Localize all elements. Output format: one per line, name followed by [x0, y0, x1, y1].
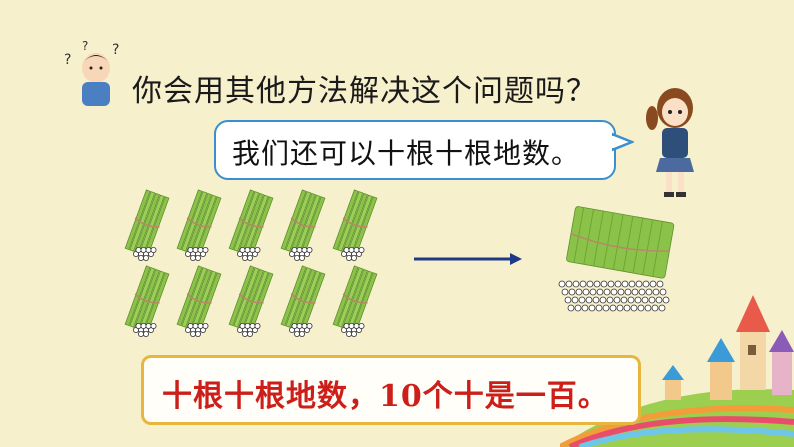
castle-icon: [617, 295, 794, 405]
conclusion-text: 十根十根地数，10个十是一百。: [162, 379, 609, 414]
stick-bundle-icon: [175, 188, 223, 262]
right-arrow-icon: [414, 253, 522, 265]
speech-text: 我们还可以十根十根地数。: [232, 137, 581, 170]
conclusion-box: 十根十根地数，10个十是一百。: [141, 355, 641, 425]
stick-bundle-icon: [279, 264, 327, 338]
stick-bundle-icon: [279, 188, 327, 262]
stick-bundle-icon: [227, 264, 275, 338]
question-text: 你会用其他方法解决这个问题吗？: [132, 74, 597, 109]
speech-bubble: 我们还可以十根十根地数。: [214, 120, 616, 180]
stick-bundle-icon: [331, 264, 379, 338]
svg-text:?: ?: [64, 52, 71, 68]
stick-bundles-grid: [123, 188, 379, 338]
stick-bundle-icon: [123, 264, 171, 338]
hundred-sticks-icon: [558, 206, 675, 312]
stick-bundle-icon: [175, 264, 223, 338]
thinking-boy-icon: ? ? ?: [64, 39, 119, 106]
stick-bundle-icon: [123, 188, 171, 262]
girl-student-icon: [646, 88, 694, 197]
stick-bundle-icon: [227, 188, 275, 262]
stick-bundle-icon: [331, 188, 379, 262]
speech-bubble-tail: [612, 132, 634, 152]
svg-text:?: ?: [82, 39, 88, 53]
landscape-decoration: [560, 295, 794, 447]
svg-text:?: ?: [112, 42, 119, 58]
